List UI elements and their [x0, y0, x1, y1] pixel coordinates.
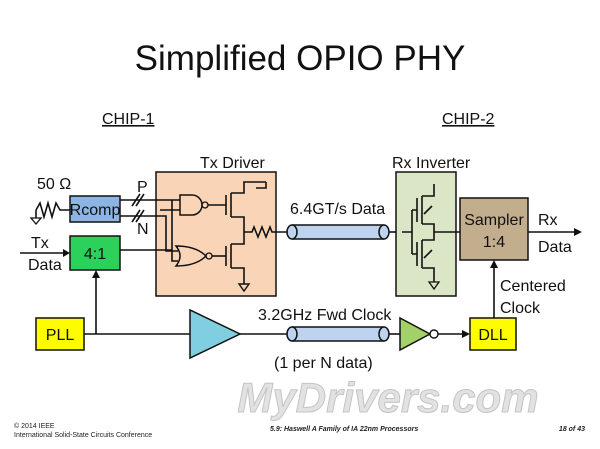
rcomp-label: Rcomp	[70, 202, 121, 219]
rx-arrow-icon	[423, 205, 433, 259]
nor-input2-wire	[171, 200, 178, 262]
chip-1-label: CHIP-1	[102, 111, 155, 128]
clock-transmission-line	[286, 326, 390, 342]
pll-block	[35, 317, 85, 351]
p-bus-slash-icon	[131, 193, 145, 207]
tx-data-label-1: Tx	[31, 235, 49, 252]
footer-page-number: 18 of 43	[559, 426, 585, 433]
chip-2-label: CHIP-2	[442, 111, 495, 128]
sampler-label-2: 1:4	[483, 234, 505, 251]
clock-buffer-icon	[189, 308, 242, 360]
dll-label: DLL	[478, 327, 507, 344]
tx-driver-block	[155, 171, 277, 297]
pll-label: PLL	[46, 327, 75, 344]
resistor-ground-icon	[29, 217, 43, 226]
rx-ground-icon	[427, 281, 441, 291]
rx-data-arrow-icon	[574, 228, 582, 236]
tx-driver-label: Tx Driver	[200, 155, 266, 172]
nmos-transistor-icon	[225, 232, 245, 284]
centered-clock-arrow-icon	[490, 260, 498, 268]
p-label: P	[137, 179, 148, 196]
sampler-block	[459, 197, 529, 261]
inv-to-dll-arrow-icon	[462, 330, 470, 338]
rx-inverter-block	[395, 171, 457, 297]
supply-wire	[256, 182, 267, 189]
output-resistor-icon	[244, 224, 290, 240]
clock-inverter-icon	[399, 316, 432, 352]
inverter-bubble-icon	[429, 329, 439, 339]
rx-data-label-2: Data	[538, 239, 572, 256]
slide-title: Simplified OPIO PHY	[135, 39, 466, 78]
rcomp-block	[69, 195, 121, 223]
sampler-label-1: Sampler	[464, 212, 524, 229]
dll-block	[469, 317, 517, 351]
rx-input-wire	[402, 210, 413, 254]
footer-copyright: © 2014 IEEE	[14, 422, 55, 430]
pmos-transistor-icon	[225, 181, 266, 232]
footer-conference: International Solid-State Circuits Confe…	[14, 432, 152, 439]
pll-to-mux-arrow-icon	[92, 270, 100, 278]
ground-icon	[237, 283, 251, 293]
nor-gate-icon	[174, 245, 208, 267]
mux-label: 4:1	[84, 246, 106, 263]
nor-input-wire	[165, 222, 178, 252]
per-n-label: (1 per N data)	[274, 355, 373, 372]
watermark: MyDrivers.com	[237, 374, 538, 421]
fwd-clock-label: 3.2GHz Fwd Clock	[258, 307, 392, 324]
rx-data-label-1: Rx	[538, 212, 558, 229]
rcomp-resistor-icon	[35, 200, 70, 220]
tx-data-arrow-icon	[63, 249, 70, 257]
data-rate-label: 6.4GT/s Data	[290, 201, 385, 218]
centered-clock-label-1: Centered	[500, 278, 566, 295]
footer-session: 5.9: Haswell A Family of IA 22nm Process…	[270, 426, 418, 433]
mux-4to1-block	[69, 235, 121, 271]
n-label: N	[137, 221, 149, 238]
n-bus-slash-icon	[131, 209, 145, 223]
rx-inverter-label: Rx Inverter	[392, 155, 471, 172]
tx-data-label-2: Data	[28, 257, 62, 274]
data-transmission-line	[286, 224, 390, 240]
nand-inputs-wire	[160, 199, 180, 211]
resistor-value-label: 50 Ω	[37, 176, 71, 193]
rx-gate-wire	[412, 209, 417, 255]
centered-clock-label-2: Clock	[500, 300, 541, 317]
